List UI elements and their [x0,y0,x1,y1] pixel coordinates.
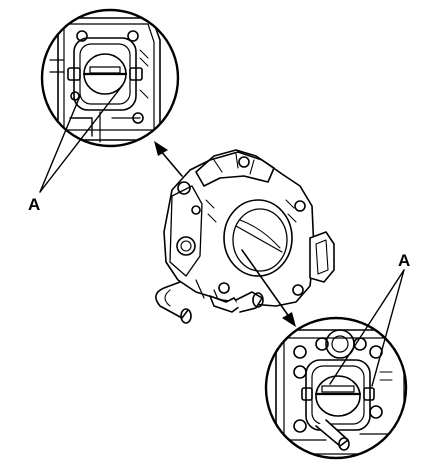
callout-label-a-lower: A [398,251,410,270]
arrow-to-lower-detail [241,249,296,327]
arrow-to-upper-detail [154,141,183,177]
coolant-pipes [155,281,264,324]
callout-label-a-upper: A [28,195,40,214]
detail-view-upper-left: A [28,8,180,214]
throttle-body-assembly [163,149,335,307]
